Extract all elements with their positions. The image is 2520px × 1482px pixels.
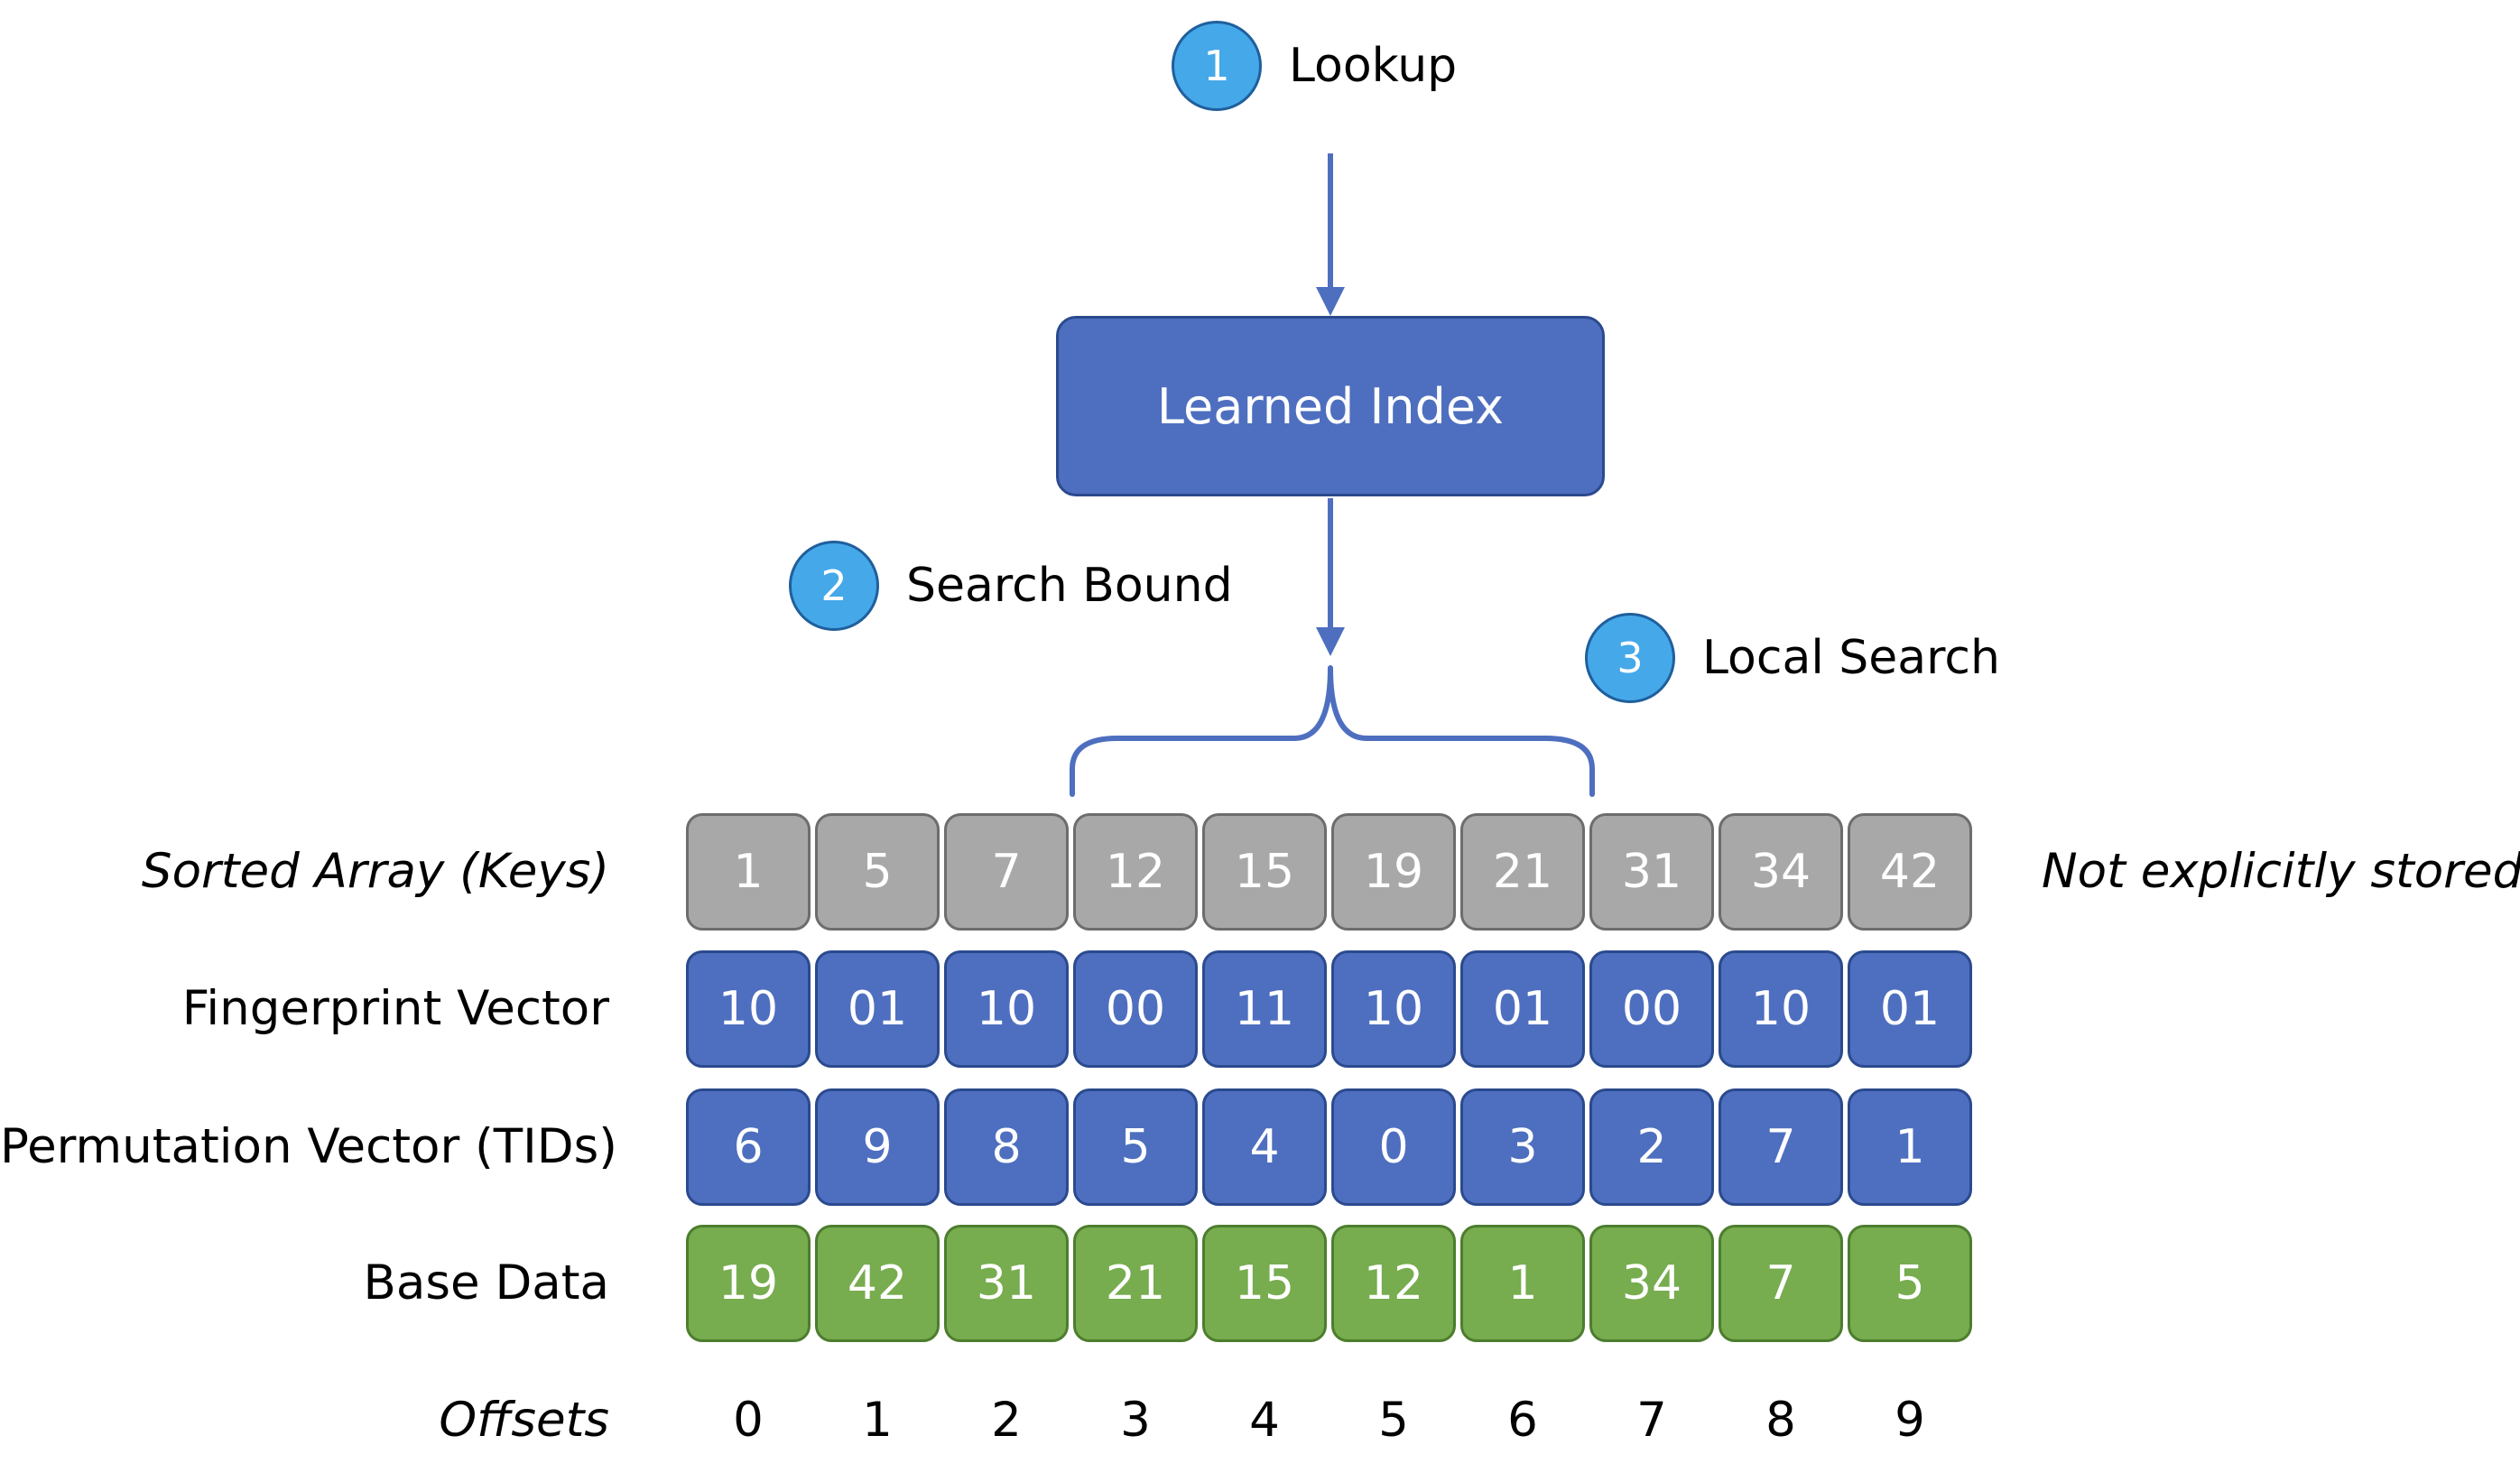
array-cell: 42 [815, 1225, 940, 1342]
array-cell: 21 [1073, 1225, 1198, 1342]
step-number-badge: 1 [1172, 21, 1262, 111]
offset-value: 9 [1895, 1393, 1925, 1448]
step-local-search: 3 Local Search [1585, 608, 2000, 708]
array-cell: 7 [1719, 1088, 1843, 1206]
array-cell: 15 [1202, 1225, 1327, 1342]
row-label: Sorted Array (Keys) [141, 844, 609, 899]
step-number-badge: 2 [789, 541, 879, 631]
step-label: Local Search [1702, 631, 2000, 685]
step-search-bound: 2 Search Bound [789, 536, 1233, 635]
array-cell: 7 [944, 813, 1069, 931]
array-cell: 21 [1460, 813, 1585, 931]
offsets-label: Offsets [439, 1393, 609, 1448]
array-cell: 7 [1719, 1225, 1843, 1342]
step-label: Lookup [1289, 39, 1458, 93]
learned-index-box: Learned Index [1056, 316, 1605, 496]
step-lookup: 1 Lookup [1172, 16, 1457, 116]
array-cell: 10 [1331, 950, 1456, 1068]
search-bound-arrow [1316, 498, 1345, 656]
array-cell: 31 [1589, 813, 1714, 931]
array-cell: 34 [1719, 813, 1843, 931]
array-cell: 5 [1848, 1225, 1972, 1342]
array-cell: 01 [1460, 950, 1585, 1068]
step-label: Search Bound [906, 559, 1233, 613]
array-cell: 5 [815, 813, 940, 931]
array-cell: 8 [944, 1088, 1069, 1206]
array-cell: 2 [1589, 1088, 1714, 1206]
offset-value: 6 [1507, 1393, 1538, 1448]
lookup-arrow [1316, 153, 1345, 316]
offset-value: 5 [1378, 1393, 1409, 1448]
row-label: Base Data [363, 1255, 609, 1311]
array-cell: 4 [1202, 1088, 1327, 1206]
offset-value: 0 [733, 1393, 764, 1448]
array-cell: 3 [1460, 1088, 1585, 1206]
row-label: Fingerprint Vector [181, 981, 609, 1036]
offset-value: 2 [991, 1393, 1022, 1448]
array-cell: 0 [1331, 1088, 1456, 1206]
array-cell: 31 [944, 1225, 1069, 1342]
search-range-brace [1070, 665, 1595, 797]
array-cell: 19 [686, 1225, 811, 1342]
array-cell: 42 [1848, 813, 1972, 931]
array-cell: 10 [686, 950, 811, 1068]
step-number-badge: 3 [1585, 613, 1675, 703]
array-cell: 01 [815, 950, 940, 1068]
array-cell: 11 [1202, 950, 1327, 1068]
array-cell: 00 [1589, 950, 1714, 1068]
offset-value: 1 [862, 1393, 893, 1448]
offset-value: 8 [1765, 1393, 1796, 1448]
offset-value: 3 [1120, 1393, 1151, 1448]
array-cell: 10 [1719, 950, 1843, 1068]
row-label: Permutation Vector (TIDs) [0, 1119, 617, 1174]
array-cell: 9 [815, 1088, 940, 1206]
offset-value: 4 [1249, 1393, 1280, 1448]
array-cell: 12 [1331, 1225, 1456, 1342]
array-cell: 01 [1848, 950, 1972, 1068]
array-cell: 34 [1589, 1225, 1714, 1342]
offset-value: 7 [1636, 1393, 1667, 1448]
array-cell: 12 [1073, 813, 1198, 931]
array-cell: 10 [944, 950, 1069, 1068]
array-cell: 15 [1202, 813, 1327, 931]
sorted-array-note: Not explicitly stored [2042, 844, 2520, 899]
array-cell: 19 [1331, 813, 1456, 931]
array-cell: 1 [1848, 1088, 1972, 1206]
array-cell: 1 [686, 813, 811, 931]
array-cell: 6 [686, 1088, 811, 1206]
array-cell: 1 [1460, 1225, 1585, 1342]
array-cell: 00 [1073, 950, 1198, 1068]
array-cell: 5 [1073, 1088, 1198, 1206]
